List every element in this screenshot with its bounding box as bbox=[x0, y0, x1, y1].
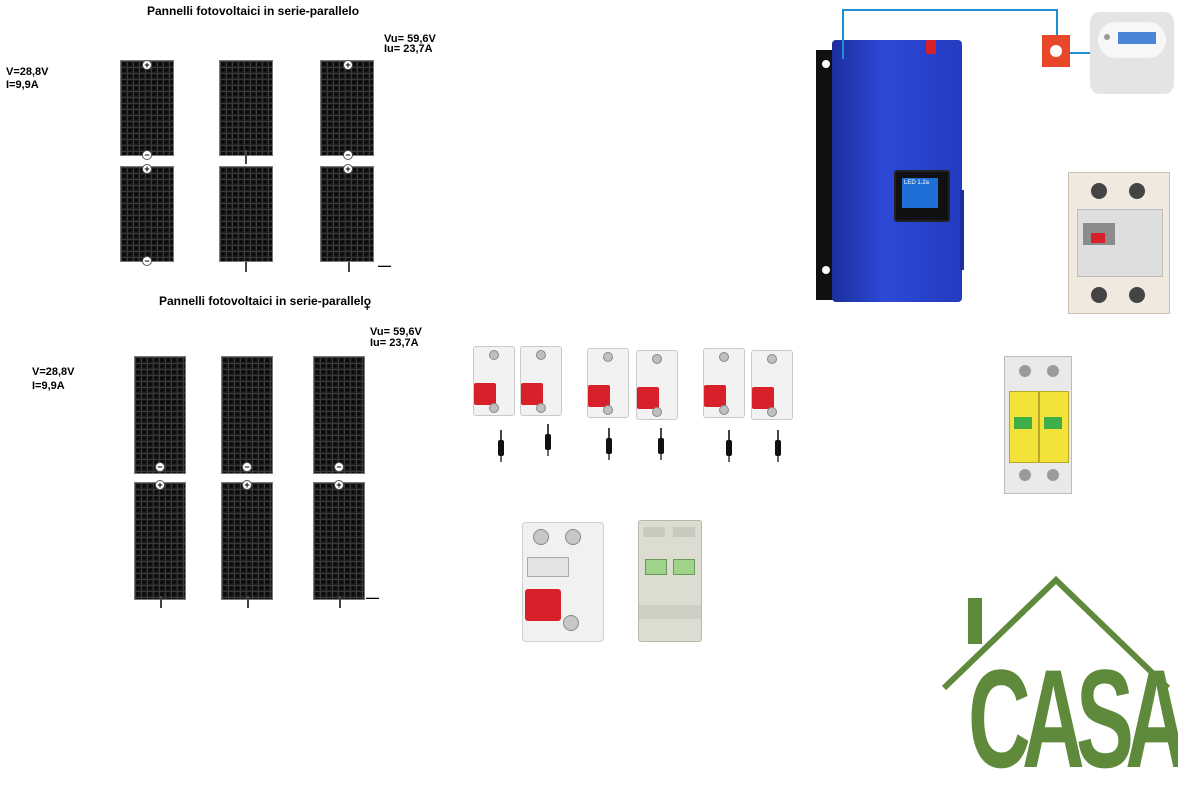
surge-protector bbox=[638, 520, 702, 642]
terminal-icon: + bbox=[343, 60, 353, 70]
grid-wire bbox=[842, 9, 1058, 11]
wire bbox=[247, 596, 249, 608]
inverter-display: LED 1.2a bbox=[894, 170, 950, 222]
fuse-connector-icon bbox=[726, 430, 732, 462]
energy-meter bbox=[1090, 12, 1174, 94]
fuse-connector-icon bbox=[775, 430, 781, 462]
array-bottom-output-voltage: Vu= 59,6V bbox=[370, 326, 422, 338]
grid-wire bbox=[1056, 9, 1058, 37]
solar-panel bbox=[221, 482, 273, 600]
wire bbox=[339, 596, 341, 608]
dc-breaker bbox=[703, 348, 745, 418]
grid-wire bbox=[842, 9, 844, 59]
meter-connector bbox=[1042, 35, 1070, 67]
solar-panel bbox=[320, 166, 374, 262]
array-top-panel-current: I=9,9A bbox=[6, 79, 39, 91]
ac-surge-protector bbox=[1004, 356, 1072, 494]
terminal-icon: − bbox=[155, 462, 165, 472]
solar-panel bbox=[120, 60, 174, 156]
solar-panel bbox=[221, 356, 273, 474]
array-bottom-minus: — bbox=[366, 590, 379, 605]
array-top-output-voltage: Vu= 59,6V bbox=[384, 33, 436, 45]
solar-panel bbox=[313, 482, 365, 600]
fuse-connector-icon bbox=[498, 430, 504, 462]
terminal-icon: + bbox=[142, 164, 152, 174]
solar-panel bbox=[134, 482, 186, 600]
main-dc-breaker bbox=[522, 522, 604, 642]
terminal-icon: + bbox=[343, 164, 353, 174]
casa-logo: CASA bbox=[938, 574, 1178, 800]
dc-breaker bbox=[587, 348, 629, 418]
array-bottom-panel-current: I=9,9A bbox=[32, 380, 65, 392]
house-roof-icon bbox=[941, 575, 1171, 691]
array-top-minus: — bbox=[378, 258, 391, 273]
ac-differential-breaker bbox=[1068, 172, 1170, 314]
array-bottom-output-current: Iu= 23,7A bbox=[370, 337, 419, 349]
array-bottom-plus: + bbox=[364, 302, 371, 314]
solar-panel bbox=[219, 166, 273, 262]
inverter-display-text: LED 1.2a bbox=[904, 180, 930, 186]
solar-panel bbox=[320, 60, 374, 156]
solar-panel bbox=[134, 356, 186, 474]
dc-breaker bbox=[473, 346, 515, 416]
fuse-connector-icon bbox=[606, 428, 612, 460]
array-top-output-current: Iu= 23,7A bbox=[384, 43, 433, 55]
solar-panel bbox=[219, 60, 273, 156]
terminal-icon: − bbox=[242, 462, 252, 472]
casa-logo-text: CASA bbox=[968, 640, 1178, 797]
terminal-icon: + bbox=[142, 60, 152, 70]
array-bottom-title: Pannelli fotovoltaici in serie-parallelo bbox=[159, 294, 372, 308]
wire bbox=[160, 596, 162, 608]
solar-panel bbox=[313, 356, 365, 474]
dc-breaker bbox=[751, 350, 793, 420]
wire bbox=[245, 262, 247, 272]
terminal-icon: + bbox=[334, 480, 344, 490]
fuse-connector-icon bbox=[545, 424, 551, 456]
wire bbox=[348, 262, 350, 272]
terminal-icon: − bbox=[142, 150, 152, 160]
wire bbox=[245, 150, 247, 164]
array-top-panel-voltage: V=28,8V bbox=[6, 66, 49, 78]
terminal-icon: − bbox=[142, 256, 152, 266]
terminal-icon: + bbox=[155, 480, 165, 490]
dc-breaker bbox=[636, 350, 678, 420]
fuse-connector-icon bbox=[658, 428, 664, 460]
array-top-title: Pannelli fotovoltaici in serie-parallelo bbox=[147, 4, 360, 18]
dc-breaker bbox=[520, 346, 562, 416]
terminal-icon: − bbox=[334, 462, 344, 472]
array-bottom-panel-voltage: V=28,8V bbox=[32, 366, 75, 378]
terminal-icon: − bbox=[343, 150, 353, 160]
terminal-icon: + bbox=[242, 480, 252, 490]
grid-tie-inverter: LED 1.2a bbox=[810, 30, 964, 302]
grid-wire bbox=[1070, 52, 1090, 54]
solar-panel bbox=[120, 166, 174, 262]
